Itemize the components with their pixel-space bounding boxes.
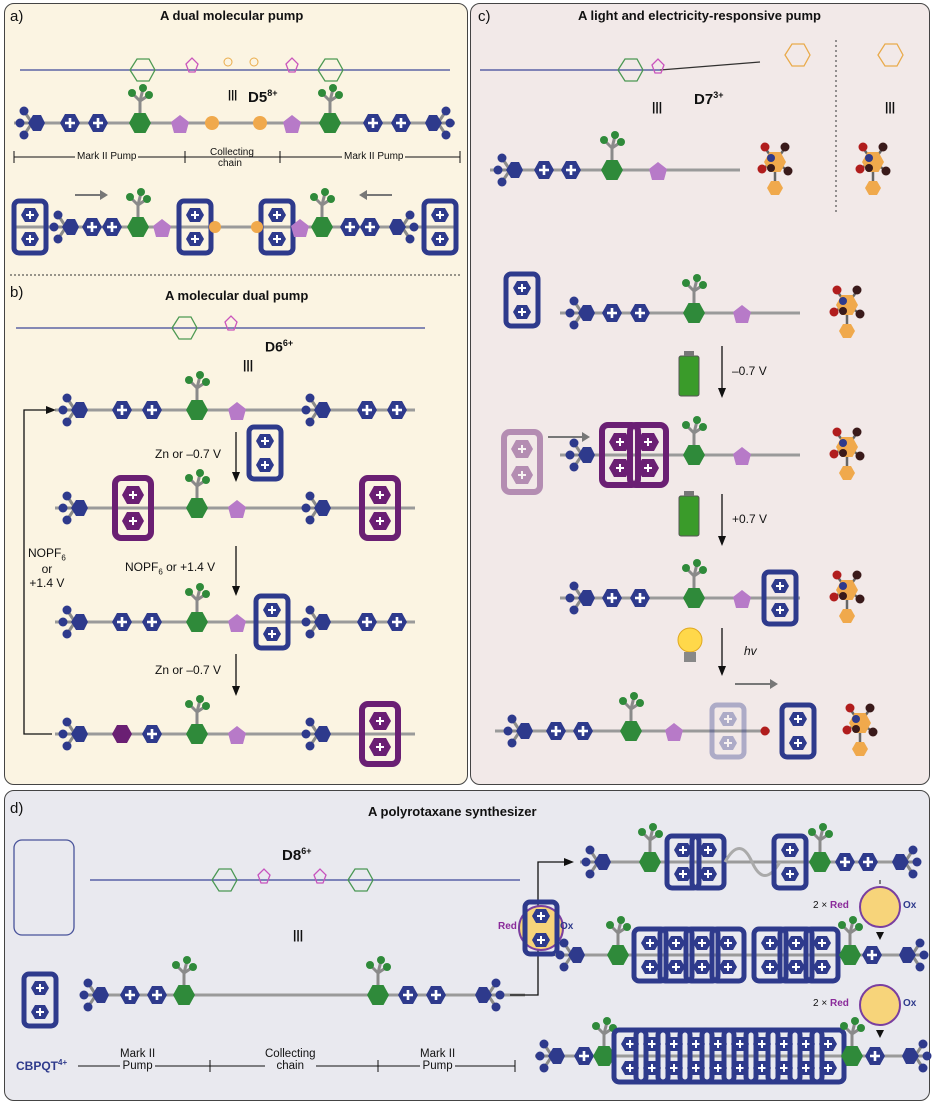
battery-icon [678, 351, 700, 397]
seg-label-a-mid-2: chain [218, 158, 242, 169]
panel-d-letter: d) [10, 800, 24, 817]
panel-a-compound: D58+ [248, 88, 278, 106]
panel-b-loop-label: NOPF6 or +1.4 V [28, 546, 66, 591]
panel-a-formula [20, 57, 450, 82]
panel-b-formula [16, 315, 425, 340]
panel-c-eq2: ||| [885, 100, 896, 114]
panel-c-compound: D73+ [694, 90, 724, 108]
panel-c-title: A light and electricity-responsive pump [578, 8, 821, 23]
seg-label-a-right: Mark II Pump [342, 151, 406, 162]
redox-cycle-icon [859, 886, 901, 928]
redox-step-1: 2 × Red [813, 900, 849, 911]
panel-b-eq: ||| [243, 358, 254, 372]
ox-label: Ox [560, 921, 574, 932]
redox-ox-2: Ox [903, 998, 917, 1009]
redox-cycle-icon [518, 902, 564, 954]
panel-c-step2: +0.7 V [732, 512, 768, 526]
panel-b-step1: Zn or –0.7 V [155, 447, 222, 461]
panel-b-compound: D66+ [265, 338, 294, 355]
panel-a-eq: ||| [228, 89, 238, 101]
bulb-icon [677, 627, 703, 662]
panel-b-title: A molecular dual pump [165, 288, 309, 303]
panel-b-step2: NOPF6 or +1.4 V [125, 560, 216, 577]
panel-b-step3: Zn or –0.7 V [155, 663, 222, 677]
panel-d-compound: D86+ [282, 846, 312, 864]
battery-icon [678, 491, 700, 537]
panel-d-eq: ||| [293, 928, 304, 942]
redox-step-2: 2 × Red [813, 998, 849, 1009]
redox-ox-1: Ox [903, 900, 917, 911]
panel-c-formula [480, 43, 904, 82]
panel-a-letter: a) [10, 8, 24, 25]
seg-label-a-left: Mark II Pump [75, 151, 139, 162]
redox-cycle-icon [859, 984, 901, 1026]
panel-c-eq: ||| [652, 100, 663, 114]
panel-c [470, 3, 930, 785]
panel-c-step3: hv [744, 644, 757, 658]
panel-b-letter: b) [10, 284, 24, 301]
seg-label-a-mid-1: Collecting [210, 147, 254, 158]
panel-c-step1: –0.7 V [732, 364, 767, 378]
panel-c-letter: c) [478, 8, 491, 25]
panel-d-formula [13, 839, 520, 936]
panel-d-title: A polyrotaxane synthesizer [368, 804, 537, 819]
red-label: Red [498, 921, 517, 932]
ring-label: CBPQT4+ [16, 1058, 68, 1073]
panel-a-title: A dual molecular pump [160, 8, 304, 23]
